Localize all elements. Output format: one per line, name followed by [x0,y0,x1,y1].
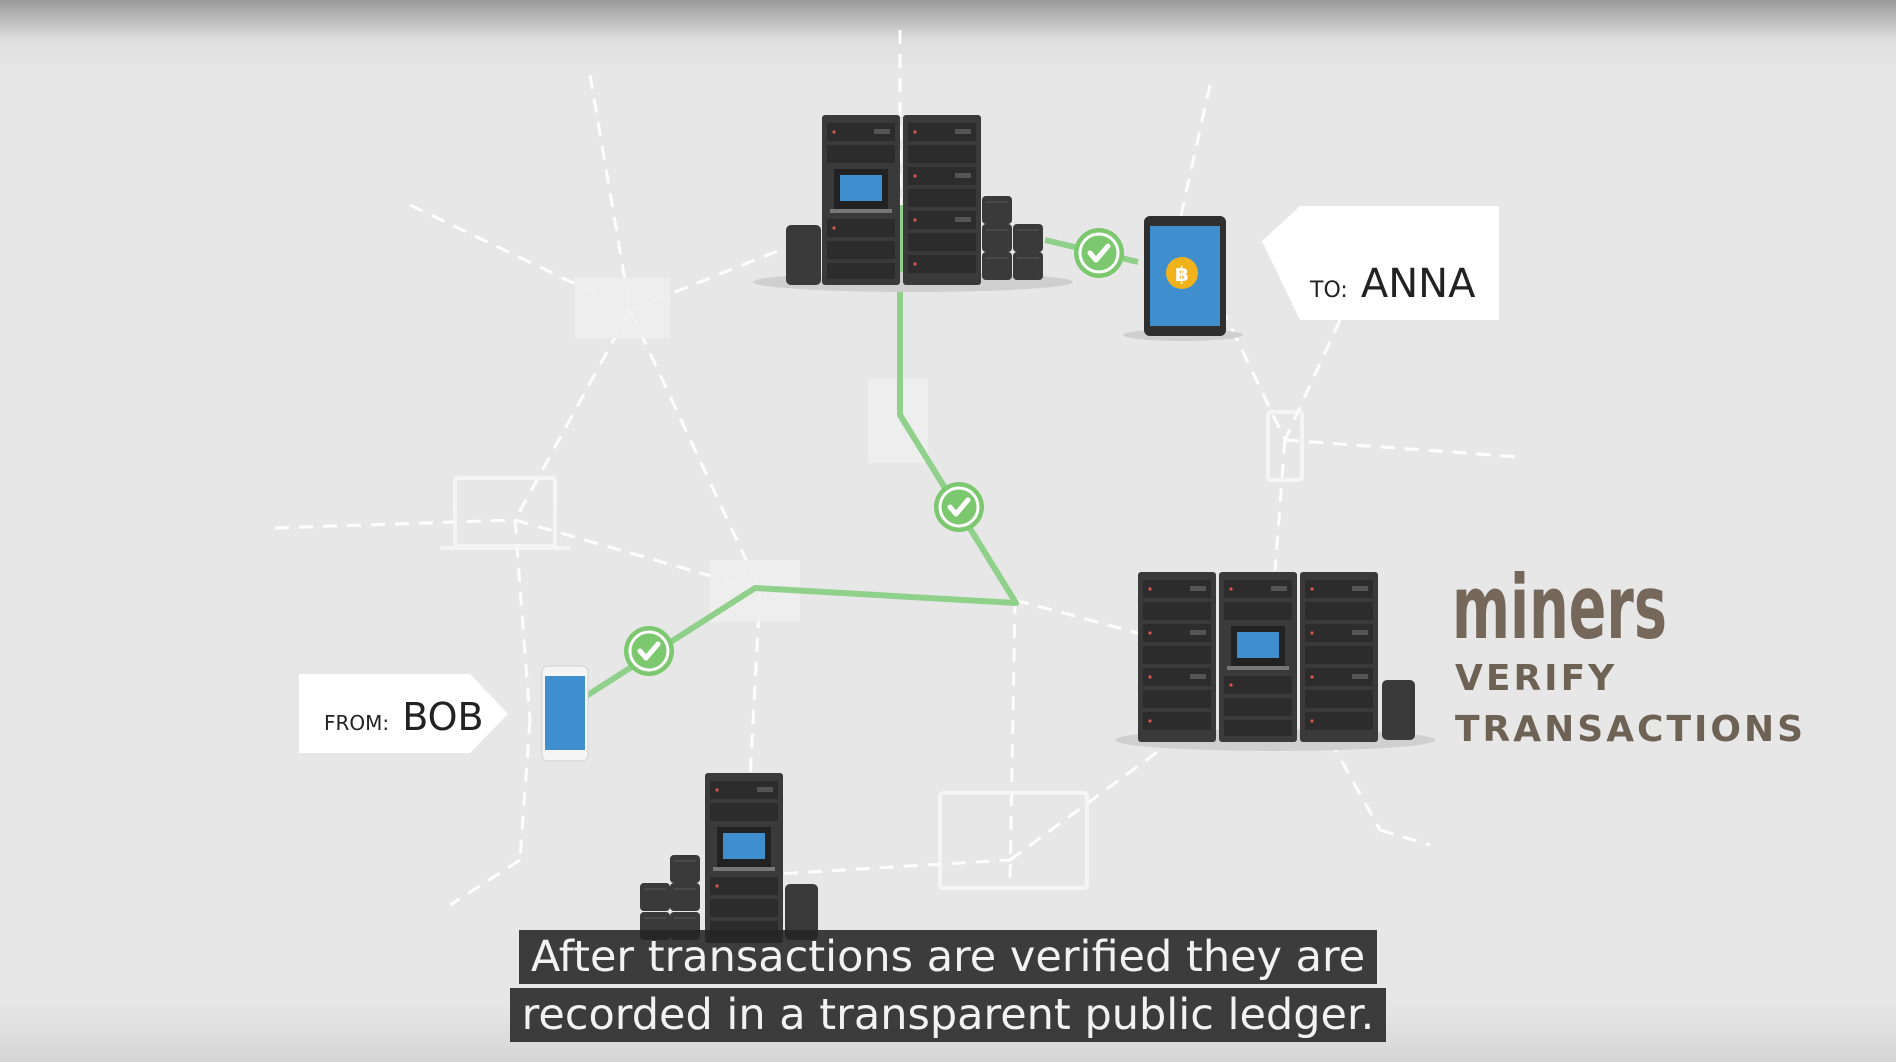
svg-text:฿: ฿ [1175,262,1189,286]
bitcoin-icon [1166,257,1198,289]
svg-text:TO: ANNA: TO: ANNA [1309,261,1476,307]
checkmark-icon [1074,228,1124,278]
recipient-tag: TO: ANNA [1262,206,1499,320]
phone-icon [541,665,589,762]
subtitle-caption: After transactions are verified they are… [0,928,1896,1044]
checkmark-icon [624,626,674,676]
tablet-icon: ฿ [1144,216,1226,336]
checkmark-icon [934,482,984,532]
server-rack-icon [1138,572,1415,742]
caption-line-1: After transactions are verified they are [518,930,1378,984]
svg-text:FROM: BOB: FROM: BOB [324,695,484,739]
miners-subtitle-line2: TRANSACTIONS [1455,709,1806,750]
miners-heading: miners VERIFY TRANSACTIONS [1452,556,1806,750]
server-rack-icon [640,773,818,943]
sender-tag: FROM: BOB [299,674,508,753]
monitor-icon [938,791,1089,890]
miners-subtitle-line1: VERIFY [1455,658,1617,699]
miners-title: miners [1452,556,1667,659]
laptop-icon [453,476,557,548]
caption-line-2: recorded in a transparent public ledger. [509,988,1387,1042]
server-rack-icon [786,115,1043,285]
